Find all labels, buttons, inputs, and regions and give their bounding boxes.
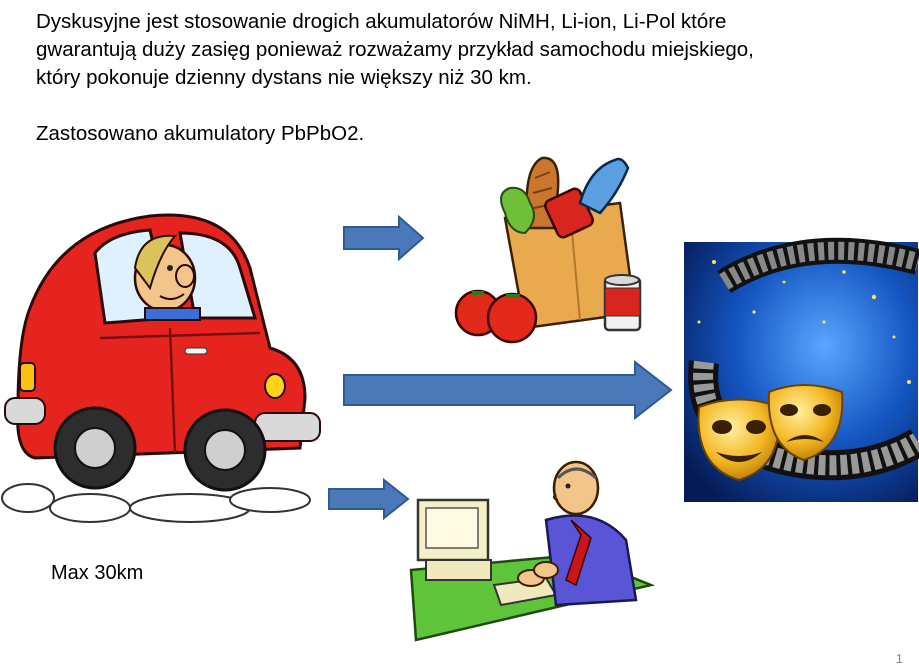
- range-label: Max 30km: [51, 562, 144, 584]
- page-number: 1: [895, 651, 903, 666]
- intro-line-1: Dyskusyjne jest stosowanie drogich akumu…: [36, 10, 727, 33]
- intro-line-2: gwarantują duży zasięg ponieważ rozważam…: [36, 38, 754, 61]
- intro-text: Dyskusyjne jest stosowanie drogich akumu…: [36, 8, 906, 148]
- theatre-illustration: [684, 237, 919, 502]
- arrow-to-theatre: [343, 359, 673, 421]
- battery-statement: Zastosowano akumulatory PbPbO2.: [36, 122, 365, 145]
- groceries-illustration: [454, 156, 642, 344]
- arrow-to-groceries: [343, 214, 425, 262]
- car-driver-illustration: [1, 213, 321, 523]
- arrow-to-office: [328, 477, 410, 521]
- office-worker-illustration: [409, 460, 656, 642]
- intro-line-3: który pokonuje dzienny dystans nie więks…: [36, 66, 532, 89]
